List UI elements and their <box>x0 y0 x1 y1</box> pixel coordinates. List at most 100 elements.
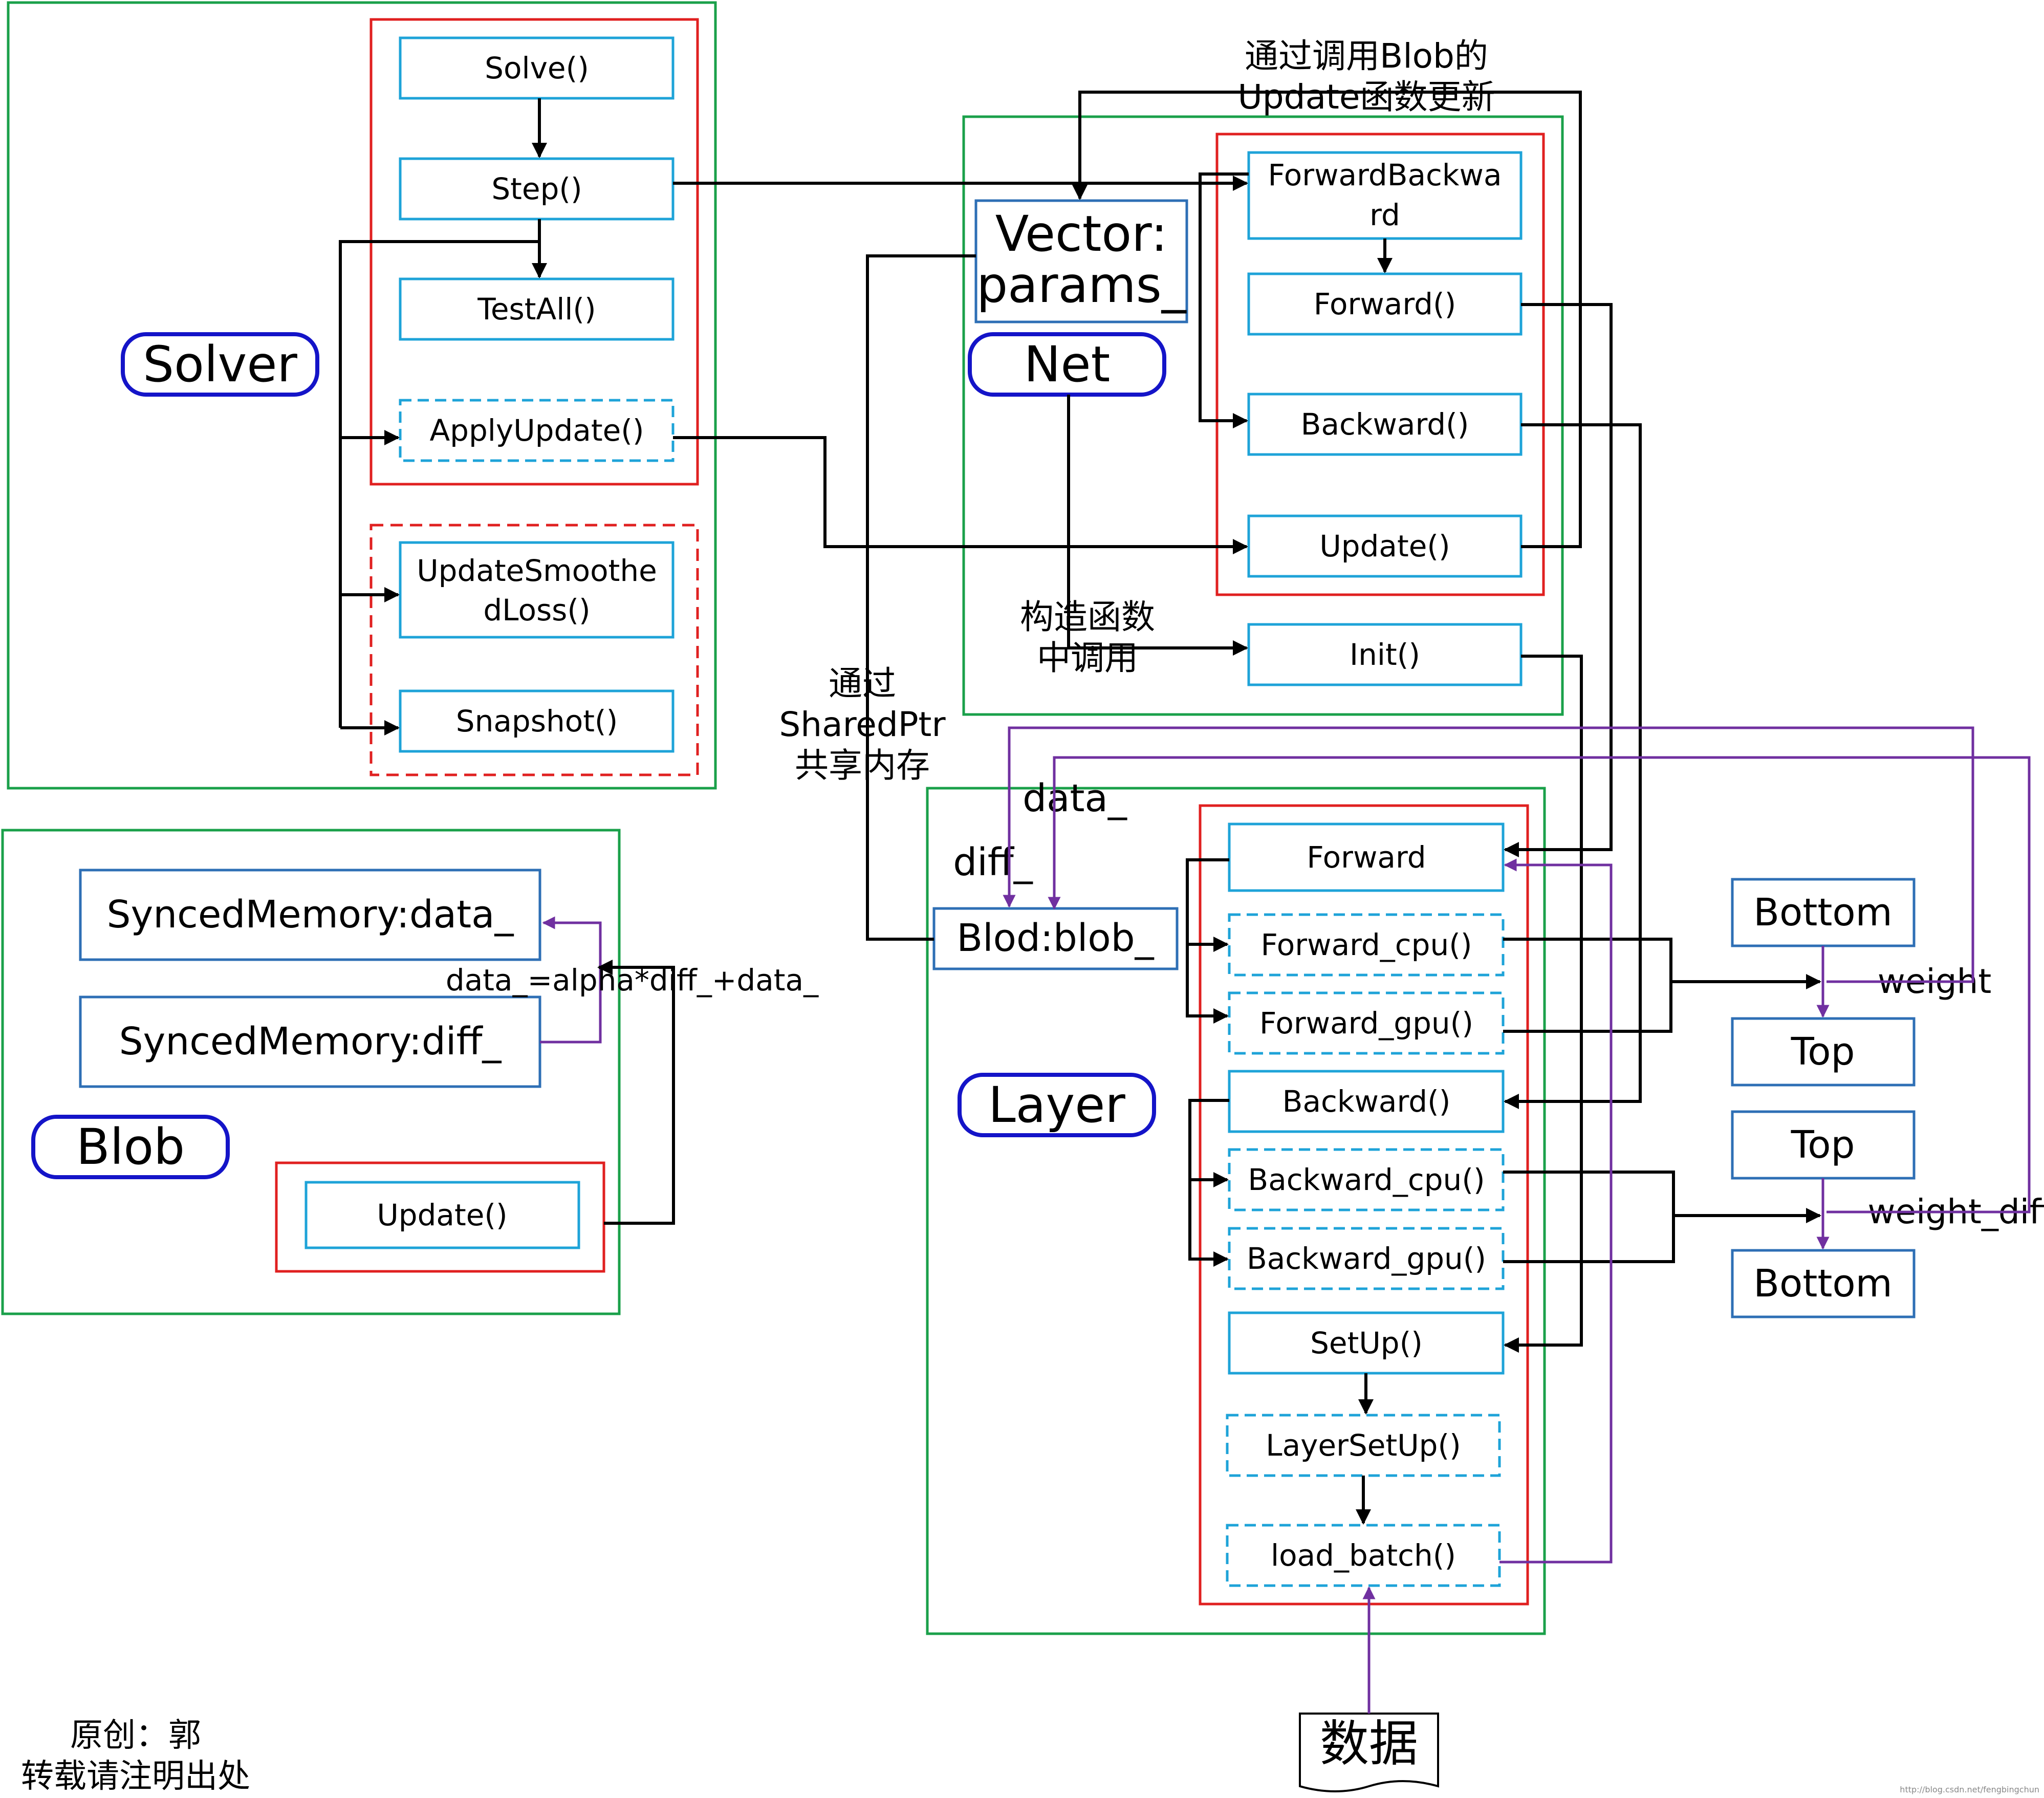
watermark: http://blog.csdn.net/fengbingchun <box>1900 1785 2039 1794</box>
solver-panel: Solve() Step() TestAll() ApplyUpdate() U… <box>7 1 717 790</box>
net-update-to-params-arrow <box>1072 91 1582 548</box>
layer-forward-node: Forward <box>1228 822 1505 892</box>
net-panel: Vector: params_ ForwardBackwa rd Forward… <box>962 115 1564 716</box>
layer-blob-node: Blod:blob_ <box>932 907 1179 970</box>
layer-setup-node: LayerSetUp() <box>1226 1414 1501 1477</box>
snapshot-node: Snapshot() <box>399 689 675 753</box>
data-label: data_ <box>1023 776 1127 820</box>
blob-update-label: Update() <box>377 1198 507 1232</box>
constructor-label-2: 中调用 <box>1037 638 1138 678</box>
layer-blob-label: Blod:blob_ <box>956 916 1154 960</box>
solver-title: Solver <box>143 336 297 393</box>
data-source-node: 数据 <box>1299 1713 1439 1792</box>
net-forward-label: Forward() <box>1314 287 1456 321</box>
net-init-node: Init() <box>1247 623 1523 686</box>
forward-backward-node: ForwardBackwa rd <box>1247 151 1523 240</box>
params-node: Vector: params_ <box>974 199 1188 323</box>
synced-memory-data-label: SyncedMemory:data_ <box>106 893 514 937</box>
net-backward-to-layer-backward-arrow <box>1504 423 1642 1109</box>
blob-update-label-2: Update函数更新 <box>1237 77 1495 117</box>
blob-update-frame <box>275 1161 605 1273</box>
bottom-label-1: Bottom <box>1753 891 1892 935</box>
constructor-label-1: 构造函数 <box>1020 597 1155 637</box>
apply-update-to-net-update-arrow <box>673 436 1248 554</box>
weight-to-blob-data-arrow <box>1003 726 1974 983</box>
credit-line-2: 转载请注明出处 <box>21 1758 250 1795</box>
setup-node: SetUp() <box>1228 1311 1505 1375</box>
shared-ptr-label-2: SharedPtr <box>779 705 946 744</box>
load-batch-label: load_batch() <box>1271 1538 1456 1573</box>
net-update-node: Update() <box>1247 514 1523 578</box>
layer-forward-label: Forward <box>1307 840 1426 875</box>
diff-to-data-arrow <box>540 916 602 1044</box>
update-smoothed-loss-label-2: dLoss() <box>483 593 590 627</box>
top-label-2: Top <box>1791 1123 1855 1167</box>
setup-label: SetUp() <box>1310 1326 1423 1360</box>
update-smoothed-loss-label-1: UpdateSmoothe <box>417 553 657 588</box>
load-batch-node: load_batch() <box>1226 1524 1501 1587</box>
solver-title-badge: Solver <box>121 332 319 397</box>
bottom-node-2: Bottom <box>1731 1249 1916 1318</box>
init-to-setup-arrow <box>1504 655 1583 1353</box>
blob-formula: data_=alpha*diff_+data_ <box>446 963 819 998</box>
layer-backward-node: Backward() <box>1228 1070 1505 1133</box>
test-all-label: TestAll() <box>477 292 596 327</box>
synced-memory-data-node: SyncedMemory:data_ <box>79 869 541 961</box>
layer-internal-arrows <box>1186 858 1374 1525</box>
forward-backward-label-2: rd <box>1369 198 1400 232</box>
bottom-label-2: Bottom <box>1753 1262 1892 1306</box>
net-title-badge: Net <box>968 332 1166 397</box>
blob-panel: SyncedMemory:data_ SyncedMemory:diff_ Up… <box>1 829 819 1315</box>
black-connections <box>673 91 1821 1353</box>
blob-update-node: Update() <box>305 1181 580 1249</box>
apply-update-label: ApplyUpdate() <box>429 413 644 448</box>
net-update-label: Update() <box>1319 529 1450 564</box>
purple-connections <box>1003 726 2031 1564</box>
blob-title: Blob <box>76 1118 185 1176</box>
layer-setup-label: LayerSetUp() <box>1266 1428 1461 1463</box>
weight-diff-to-blob-diff-arrow <box>1048 756 2031 1214</box>
update-smoothed-loss-node: UpdateSmoothe dLoss() <box>399 541 675 639</box>
top-label-1: Top <box>1791 1030 1855 1074</box>
net-backward-node: Backward() <box>1247 393 1523 456</box>
backward-side-group: Top Bottom weight_diff <box>1731 1110 2044 1318</box>
step-node: Step() <box>399 157 675 221</box>
net-title: Net <box>1024 336 1111 393</box>
synced-memory-diff-node: SyncedMemory:diff_ <box>79 995 541 1088</box>
top-node-2: Top <box>1731 1110 1916 1180</box>
params-to-layer-blob-line <box>866 254 976 941</box>
snapshot-label: Snapshot() <box>456 704 618 739</box>
forward-side-group: Bottom Top weight <box>1731 878 1991 1087</box>
solve-node: Solve() <box>399 36 675 100</box>
backward-cpu-label: Backward_cpu() <box>1248 1162 1485 1197</box>
net-backward-label: Backward() <box>1301 407 1469 442</box>
blob-update-label-1: 通过调用Blob的 <box>1245 36 1488 76</box>
layer-title: Layer <box>988 1076 1125 1134</box>
blob-title-badge: Blob <box>31 1115 230 1179</box>
top-node-1: Top <box>1731 1017 1916 1087</box>
shared-ptr-label-3: 共享内存 <box>795 746 930 785</box>
credit-line-1: 原创：郭 <box>70 1717 201 1754</box>
shared-ptr-label-1: 通过 <box>829 664 896 703</box>
forward-cpu-label: Forward_cpu() <box>1261 927 1472 962</box>
diff-label: diff_ <box>953 840 1033 884</box>
apply-update-node: ApplyUpdate() <box>399 399 675 462</box>
backward-gpu-label: Backward_gpu() <box>1247 1241 1486 1276</box>
test-all-node: TestAll() <box>399 277 675 341</box>
forward-gpu-node: Forward_gpu() <box>1228 991 1505 1055</box>
data-source-label: 数据 <box>1320 1715 1418 1772</box>
step-label: Step() <box>491 171 582 206</box>
load-batch-to-forward-arrow <box>1499 858 1613 1564</box>
synced-memory-diff-label: SyncedMemory:diff_ <box>119 1020 502 1064</box>
params-label-2: params_ <box>976 256 1187 314</box>
backward-gpu-node: Backward_gpu() <box>1228 1227 1505 1290</box>
constructor-to-init-arrow <box>1067 395 1248 656</box>
layer-title-badge: Layer <box>958 1073 1156 1137</box>
forward-backward-label-1: ForwardBackwa <box>1268 158 1502 192</box>
update-to-memory-arrow <box>597 960 675 1225</box>
solver-arrows <box>339 98 547 735</box>
net-forward-node: Forward() <box>1247 272 1523 336</box>
net-init-label: Init() <box>1350 637 1420 672</box>
forward-cpu-node: Forward_cpu() <box>1228 913 1505 977</box>
